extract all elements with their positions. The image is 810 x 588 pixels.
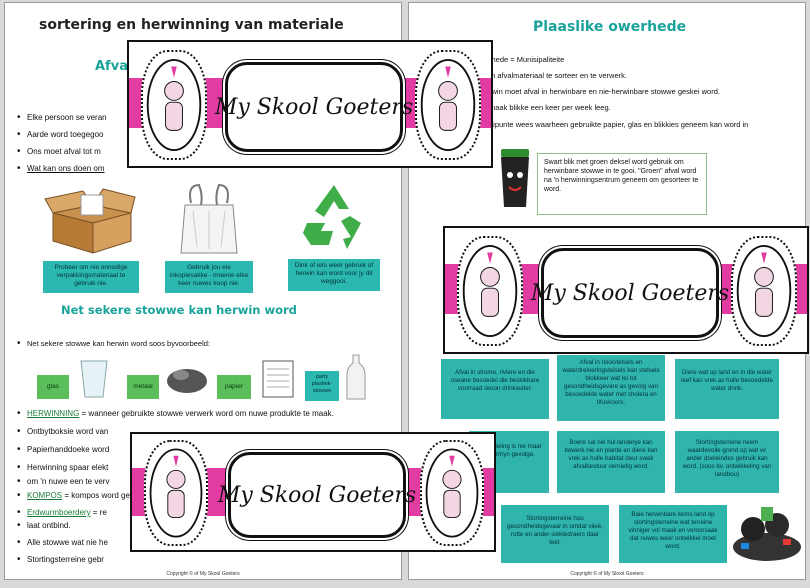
section-title: Net sekere stowwe kan herwin word [61,303,297,317]
tip-caption: Dink of iets weer gebruik of herwin kan … [288,259,380,291]
info-box: Baie herwinbare items land op stortingst… [619,505,727,563]
unicorn-wreath-icon [144,440,208,546]
material-label-paper: papier [217,375,251,399]
cardboard-box-icon [44,188,136,254]
brand-banner: My Skool Goeters [443,226,809,354]
brand-plate: My Skool Goeters [531,248,729,338]
info-box: Afval in riooistelsels en waterdreinerin… [557,355,665,421]
bullet-line: Alle stowwe wat nie he [17,537,108,548]
bullet-line: Wat kan ons doen om [17,163,104,174]
brand-title: My Skool Goeters [530,280,730,306]
bullet-line: Stortingsterreine gebr [17,554,104,565]
definition-line: KOMPOS = kompos word gemaak [17,490,149,501]
info-box: Boere sal nie hul landerye kan bewerk ni… [557,431,665,493]
brand-banner: My Skool Goeters [127,40,493,168]
bullet-line-continued: om 'n nuwe een te verv [17,476,110,487]
unicorn-wreath-icon [731,236,797,346]
brand-plate: My Skool Goeters [218,452,416,538]
info-box: Afval in strome, riviere en die oseane b… [441,359,549,419]
copyright-footer: Copyright © of My Skool Goeters [570,571,644,577]
material-label-plastic: party plastiek-stowwe [305,371,339,401]
definition-line: HERWINNING = wanneer gebruikte stowwe ve… [17,408,334,419]
brand-banner: My Skool Goeters [130,432,496,552]
bullet-line: Ontbytboksie word van [17,426,108,437]
text-line: maak blikke een keer per week leeg. [479,102,611,113]
recycle-icon [303,185,361,249]
info-box: Stortingsterreine neem waardevolle grond… [675,431,779,493]
bullet-line: Aarde word toegegoo [17,129,103,140]
rubbish-pile-icon [733,507,801,561]
bullet-line: Elke persoon se veran [17,112,107,123]
info-box: Stortingsterreine hou gesondheidsgevaar … [501,505,609,563]
bullet-line-continued: laat ontbind. [17,520,71,531]
definition-line: Erdwurmboerdery = re [17,507,107,518]
metal-cans-icon [167,369,207,393]
unicorn-wreath-icon [141,50,207,160]
bin-note: Swart blik met groen deksel word gebruik… [537,153,707,215]
plastic-bottle-icon [346,354,366,400]
unicorn-wreath-icon [457,236,523,346]
brand-title: My Skool Goeters [214,94,414,120]
left-subtitle-fragment: Afva [95,59,128,74]
wheelie-bin-icon [501,149,529,207]
tip-caption: Probeer om nie onnodige verpakkingsmater… [43,261,139,293]
unicorn-wreath-icon [415,50,481,160]
material-label-glass: glas [37,375,69,399]
left-page-title: sortering en herwinning van materiale [39,17,344,33]
intro-line: Net sekere stowwe kan herwin word soos b… [17,338,210,349]
info-box: Diere wat op land en in die water leef k… [675,359,779,419]
brand-plate: My Skool Goeters [215,62,413,152]
bullet-line: Herwinning spaar elekt [17,462,108,473]
bullet-line: Papierhanddoeke word [17,444,109,455]
shopping-bag-icon [180,183,238,254]
glass-icon [80,360,108,398]
copyright-footer: Copyright © of My Skool Goeters [166,571,240,577]
unicorn-wreath-icon [420,440,484,546]
paper-notebook-icon [262,360,294,398]
text-line: rhede = Munisipaliteite [479,54,564,65]
material-label-metal: metaal [127,375,159,399]
text-line: rwin moet afval in herwinbare en nie-her… [479,86,720,97]
text-line: aipunte wees waarheen gebruikte papier, … [479,119,748,130]
right-page-title: Plaaslike owerhede [533,19,687,35]
tip-caption: Gebruik jou eie inkopiesakke - moenie el… [165,261,253,293]
brand-title: My Skool Goeters [217,482,417,508]
text-line: m afvalmateriaal te sorteer en te verwer… [479,70,627,81]
bullet-line: Ons moet afval tot m [17,146,101,157]
